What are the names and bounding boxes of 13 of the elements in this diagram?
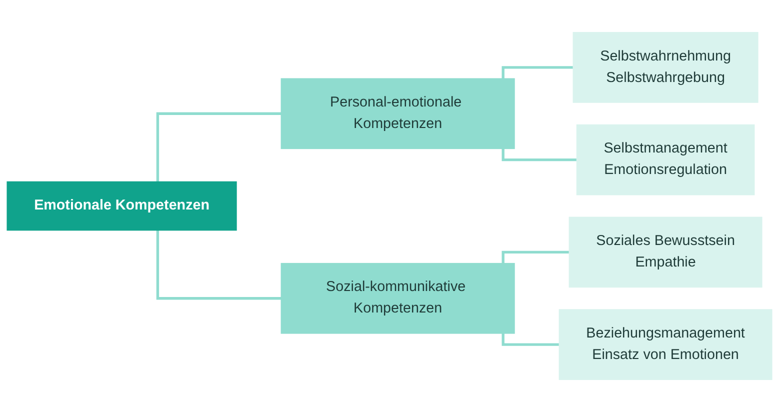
connector	[156, 112, 282, 182]
node-box: Selbstmanagement Emotionsregulation	[576, 124, 755, 196]
connector	[502, 250, 570, 264]
connector	[156, 230, 282, 300]
node-box: Soziales Bewusstsein Empathie	[568, 216, 762, 288]
node-box: Personal-emotionale Kompetenzen	[280, 78, 515, 150]
connector	[502, 333, 560, 346]
node-box: Emotionale Kompetenzen	[6, 181, 237, 231]
node-box: Sozial-kommunikative Kompetenzen	[280, 262, 515, 334]
node-box: Selbstwahrnehmung Selbstwahrgebung	[572, 32, 758, 103]
connector	[502, 66, 574, 79]
node-box: Beziehungsmanagement Einsatz von Emotionen	[558, 309, 772, 380]
connector	[502, 148, 577, 162]
